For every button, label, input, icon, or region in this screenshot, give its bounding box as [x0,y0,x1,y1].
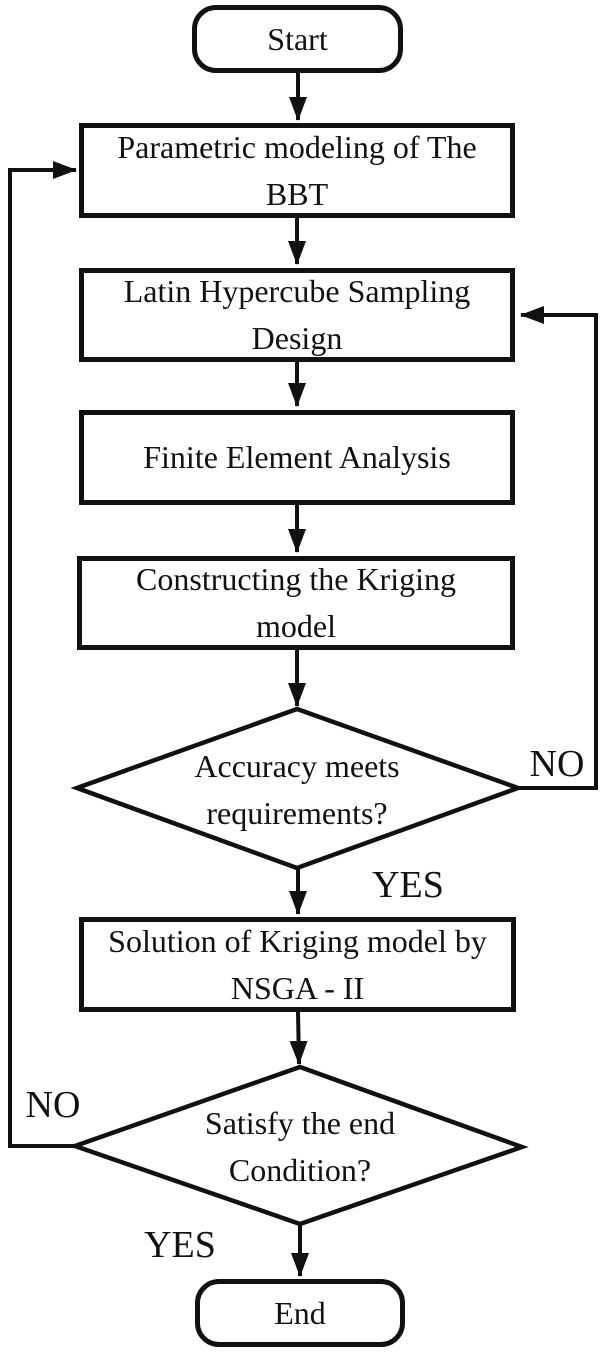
text-line: Satisfy the end [204,1105,396,1141]
decision-end-condition-text: Satisfy the end Condition? [205,1100,395,1194]
edge-label-endcondition-yes: YES [144,1224,216,1266]
text-line: NSGA - II [230,969,365,1006]
text-line: Accuracy meets [194,748,400,784]
text-line: Solution of Kriging model by [108,922,487,959]
arrow-nsga-to-endcondition [289,1010,308,1065]
text-line: Constructing the Kriging [136,561,456,597]
node-start: Start [192,5,403,73]
arrow-accuracy-no-loop [518,306,598,790]
node-constructing-kriging-label: Constructing the Kriging model [136,556,456,650]
edge-label-endcondition-no: NO [25,1084,81,1126]
text-line: Latin Hypercube Sampling [123,273,471,309]
node-finite-element-analysis: Finite Element Analysis [79,410,515,505]
arrow-endcondition-no-loop [8,161,77,1148]
edge-label-accuracy-no: NO [529,743,585,785]
decision-accuracy-label: Accuracy meets requirements? [107,742,487,838]
text-line: requirements? [206,795,388,831]
edge-label-accuracy-yes: YES [372,864,444,906]
node-latin-hypercube-sampling: Latin Hypercube Sampling Design [79,268,515,362]
text-line: Condition? [228,1152,372,1188]
node-finite-element-analysis-label: Finite Element Analysis [143,439,451,475]
text-line: model [256,608,336,644]
node-latin-hypercube-sampling-label: Latin Hypercube Sampling Design [124,268,471,362]
node-constructing-kriging: Constructing the Kriging model [77,556,515,650]
node-end-label: End [274,1294,326,1331]
decision-accuracy-text: Accuracy meets requirements? [194,743,399,837]
decision-end-condition-label: Satisfy the end Condition? [105,1099,495,1195]
node-parametric-modeling: Parametric modeling of The BBT [79,123,515,218]
node-start-label: Start [267,20,328,57]
node-parametric-modeling-label: Parametric modeling of The BBT [117,124,476,218]
text-line: BBT [265,175,329,212]
node-nsga-solution-label: Solution of Kriging model by NSGA - II [108,918,487,1012]
text-line: Design [251,320,343,356]
node-nsga-solution: Solution of Kriging model by NSGA - II [79,917,516,1012]
text-line: Parametric modeling of The [117,128,477,165]
node-end: End [195,1279,405,1347]
